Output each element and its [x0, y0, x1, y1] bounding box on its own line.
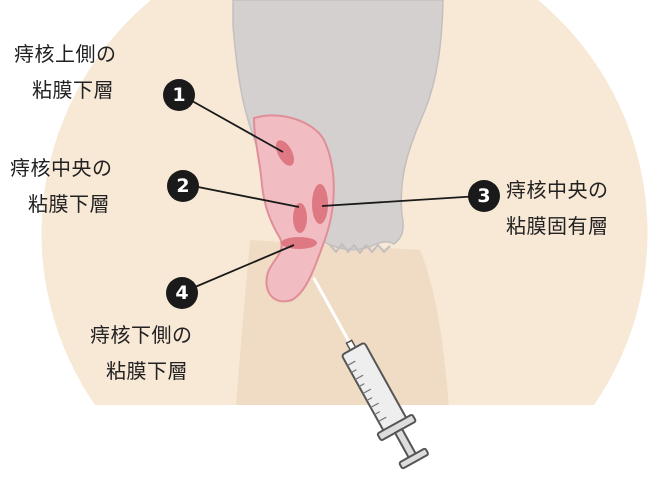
callout-line-2: [187, 184, 300, 208]
callout-line-3: [321, 195, 481, 207]
svg-text:3: 3: [477, 185, 490, 207]
injection-site-3: [312, 184, 328, 224]
syringe-icon: [312, 277, 429, 470]
svg-text:2: 2: [176, 175, 189, 197]
label-2-line-1: 痔核中央の: [10, 156, 113, 180]
injection-site-4: [281, 237, 317, 249]
svg-text:4: 4: [175, 282, 188, 304]
marker-4: 4: [166, 277, 198, 309]
marker-1: 1: [163, 79, 195, 111]
label-2-line-2: 粘膜下層: [28, 192, 110, 216]
label-3-line-2: 粘膜固有層: [506, 214, 609, 238]
label-4-line-1: 痔核下側の: [90, 323, 193, 347]
dentate-line: [329, 243, 391, 254]
callout-line-1: [184, 96, 284, 153]
injection-site-1: [275, 140, 295, 166]
label-3: 痔核中央の 粘膜固有層: [506, 172, 609, 244]
injection-site-2: [293, 203, 307, 233]
svg-text:1: 1: [172, 84, 185, 106]
label-4-line-2: 粘膜下層: [106, 359, 188, 383]
marker-3: 3: [468, 180, 500, 212]
label-4: 痔核下側の 粘膜下層: [90, 317, 193, 389]
label-3-line-1: 痔核中央の: [506, 178, 609, 202]
callout-line-4: [187, 244, 295, 291]
label-1-line-1: 痔核上側の: [14, 42, 117, 66]
label-1: 痔核上側の 粘膜下層: [14, 36, 117, 108]
label-1-line-2: 粘膜下層: [32, 78, 114, 102]
marker-2: 2: [167, 170, 199, 202]
label-2: 痔核中央の 粘膜下層: [10, 150, 113, 222]
internal-hemorrhoid: [252, 114, 335, 303]
